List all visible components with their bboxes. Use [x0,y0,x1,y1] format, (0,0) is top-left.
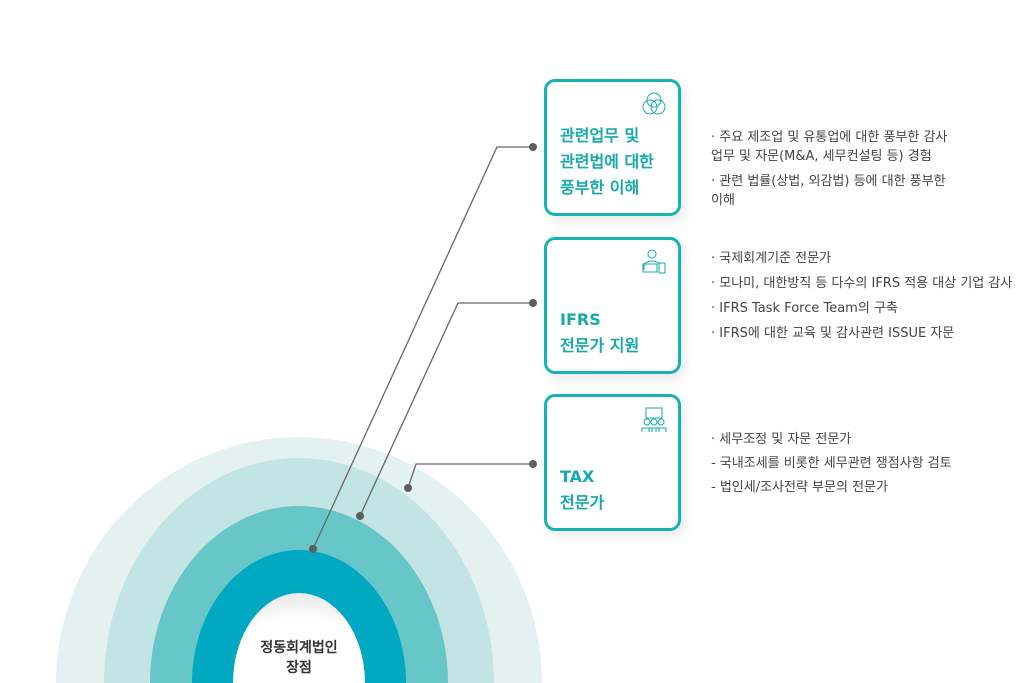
connector-line-1 [312,146,533,550]
description-item: · 관련 법률(상법, 외감법) 등에 대한 풍부한 이해 [711,174,946,208]
connector-dot [529,143,537,151]
ifrs-expert-icon [642,249,666,274]
description-item: · 주요 제조업 및 유통업에 대한 풍부한 감사 업무 및 자문(M&A, 세… [711,130,948,164]
venn-abc-icon [642,92,666,115]
description-list-expertise: · 주요 제조업 및 유통업에 대한 풍부한 감사 업무 및 자문(M&A, 세… [711,128,947,216]
connector-line-3 [407,463,533,489]
connector-dot [404,484,412,492]
connector-line-2 [359,302,533,517]
connector-dot [529,299,537,307]
description-item: - 국내조세를 비롯한 세무관련 쟁점사항 검토 [711,456,952,471]
connector-dot [356,512,364,520]
card-title: TAX 전문가 [560,467,605,512]
description-list-tax: · 세무조정 및 자문 전문가 - 국내조세를 비롯한 세무관련 쟁점사항 검토… [711,430,952,503]
description-list-ifrs: · 국제회계기준 전문가 · 모나미, 대한방직 등 다수의 IFRS 적용 대… [711,249,1012,349]
description-item: · IFRS Task Force Team의 구축 [711,301,898,316]
center-label: 정동회계법인 장점 [260,640,338,676]
card-expertise: 관련업무 및 관련법에 대한 풍부한 이해 [544,79,681,216]
card-tax: TAX 전문가 [544,394,681,531]
description-item: · 세무조정 및 자문 전문가 [711,432,852,447]
description-item: · 모나미, 대한방직 등 다수의 IFRS 적용 대상 기업 감사 [711,276,1013,291]
center-circle [233,593,365,683]
card-title: IFRS 전문가 지원 [560,310,640,355]
tax-team-icon [641,407,667,432]
connector-dot [309,545,317,553]
connector-dot [529,460,537,468]
card-ifrs: IFRS 전문가 지원 [544,237,681,374]
description-item: · 국제회계기준 전문가 [711,251,832,266]
description-item: - 법인세/조사전략 부문의 전문가 [711,480,888,495]
card-title: 관련업무 및 관련법에 대한 풍부한 이해 [560,126,654,197]
description-item: · IFRS에 대한 교육 및 감사관련 ISSUE 자문 [711,326,955,341]
